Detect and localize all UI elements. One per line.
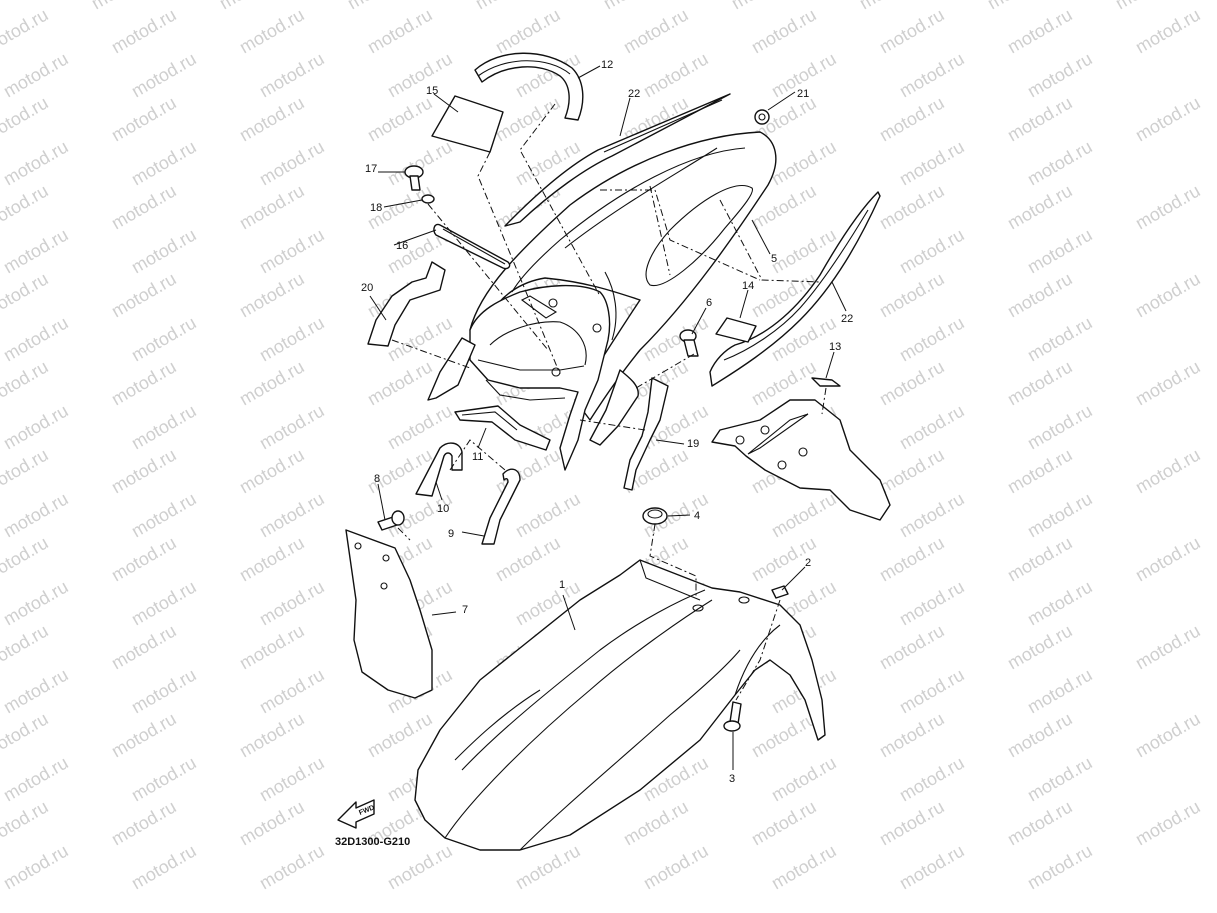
part-13-guard xyxy=(711,377,891,521)
callout-10: 10 xyxy=(437,503,449,515)
callout-6: 6 xyxy=(706,297,712,309)
part-16-band xyxy=(433,223,511,270)
part-8-bolt xyxy=(377,510,405,531)
part-22-stripe-top xyxy=(504,93,731,227)
callout-14: 14 xyxy=(742,280,754,292)
diagram-code: 32D1300-G210 xyxy=(335,836,411,848)
part-12-strap xyxy=(474,52,584,121)
part-21-nut xyxy=(754,109,770,125)
part-3-bolt xyxy=(723,701,742,732)
callout-13: 13 xyxy=(829,341,841,353)
callout-3: 3 xyxy=(729,773,735,785)
part-2-nut xyxy=(771,585,789,599)
part-19-plate xyxy=(623,377,669,491)
part-9-clip xyxy=(481,468,521,545)
part-1-front-fender xyxy=(414,559,826,851)
callout-11: 11 xyxy=(472,451,483,463)
part-6-bolt xyxy=(679,329,699,357)
callout-16: 16 xyxy=(396,240,408,252)
part-18-washer xyxy=(421,194,435,204)
callout-21: 21 xyxy=(797,88,809,100)
callout-5: 5 xyxy=(771,253,777,265)
callout-18: 18 xyxy=(370,202,382,214)
callout-15: 15 xyxy=(426,85,438,97)
callout-12: 12 xyxy=(601,59,613,71)
part-15-pad xyxy=(431,95,504,153)
callouts: 1 2 3 4 5 6 7 8 9 10 11 12 13 14 15 16 1… xyxy=(361,59,853,785)
fwd-arrow-icon: FWD xyxy=(337,799,376,829)
part-5-rear-fender xyxy=(469,131,777,421)
callout-22-top: 22 xyxy=(628,88,640,100)
part-4-grommet xyxy=(642,507,668,525)
part-22-stripe-right xyxy=(709,191,881,387)
callout-7: 7 xyxy=(462,604,468,616)
part-20-plate xyxy=(367,261,446,347)
part-7-mud-flap xyxy=(345,529,433,699)
callout-1: 1 xyxy=(559,579,565,591)
callout-2: 2 xyxy=(805,557,811,569)
callout-4: 4 xyxy=(694,510,700,522)
leader-lines xyxy=(369,65,847,770)
rear-inner-assembly xyxy=(427,284,639,471)
callout-19: 19 xyxy=(687,438,699,450)
callout-22-right: 22 xyxy=(841,313,853,325)
part-17-bolt xyxy=(404,165,424,191)
callout-8: 8 xyxy=(374,473,380,485)
callout-9: 9 xyxy=(448,528,454,540)
part-10-clip xyxy=(415,442,463,497)
part-11-bracket xyxy=(454,405,551,451)
part-14-pad xyxy=(715,317,757,343)
assembly-lines xyxy=(391,103,827,701)
callout-17: 17 xyxy=(365,163,377,175)
callout-20: 20 xyxy=(361,282,373,294)
